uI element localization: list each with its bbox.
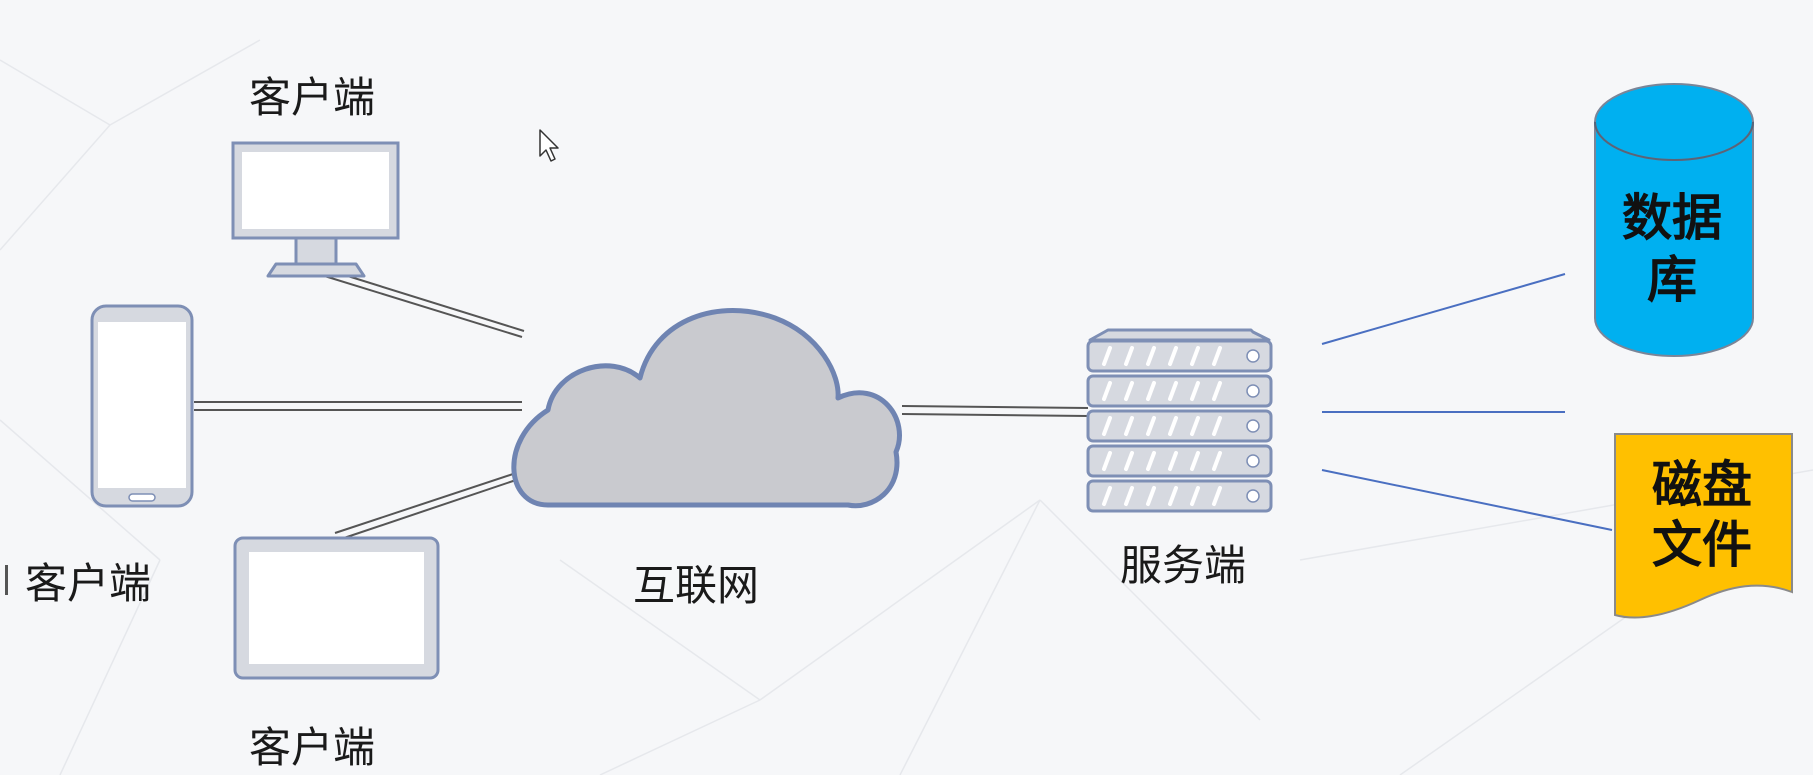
database-label-line2: 库 <box>1647 251 1697 309</box>
server-unit <box>1086 374 1273 408</box>
link-left-client-internet <box>194 401 522 411</box>
link-bottom-client-internet <box>334 470 523 541</box>
server-unit <box>1086 444 1273 478</box>
cloud-icon <box>511 308 902 509</box>
link-top-client-internet <box>317 267 525 338</box>
background-network-pattern <box>0 39 1813 775</box>
tablet-icon <box>233 536 440 680</box>
client-top-label: 客户端 <box>249 73 375 122</box>
link-server-disk <box>1321 469 1613 531</box>
storage-links <box>1321 273 1613 531</box>
smartphone-icon <box>90 304 194 508</box>
link-internet-server <box>901 405 1089 417</box>
database-label-line1: 数据 <box>1622 189 1722 247</box>
disk-label-line2: 文件 <box>1652 516 1752 574</box>
mouse-cursor-icon <box>539 129 559 162</box>
internet-label: 互联网 <box>633 561 759 610</box>
server-unit <box>1086 479 1273 513</box>
left-label-edge-mark <box>5 565 8 595</box>
disk-label-line1: 磁盘 <box>1652 456 1752 514</box>
server-rack-icon <box>1086 328 1273 513</box>
server-unit <box>1086 409 1273 443</box>
document-icon <box>1614 433 1793 619</box>
server-label: 服务端 <box>1120 541 1246 590</box>
link-server-database <box>1321 273 1566 345</box>
client-left-label: 客户端 <box>25 559 151 608</box>
desktop-monitor-icon <box>231 141 400 278</box>
database-cylinder-icon <box>1594 83 1754 357</box>
client-bottom-label: 客户端 <box>249 723 375 772</box>
server-unit <box>1086 339 1273 373</box>
